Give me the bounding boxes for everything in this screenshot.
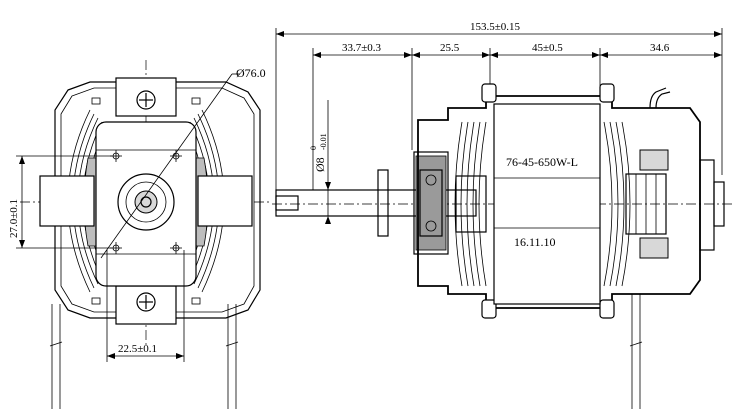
side-bottom-mount-left [481,299,497,319]
front-width-dim: 22.5±0.1 [118,343,157,355]
side-right-winding [603,121,631,287]
front-top-screw [136,90,156,110]
front-bottom-screw [136,292,156,312]
front-left-band [39,175,95,227]
side-rotor-core [455,175,487,233]
front-bottom-tab-right [191,297,201,305]
side-shaft-tol-upper: 0 [309,146,318,150]
side-overall-dim: 153.5±0.15 [470,21,521,33]
side-front-bearing [419,169,443,237]
front-hole-br [170,242,182,254]
side-shaft-tip [275,195,299,211]
front-height-dim: 27.0±0.1 [8,199,20,238]
side-brush-bottom [639,237,669,259]
side-shaft-tol-lower: -0.01 [319,133,328,150]
side-dim-stack: 45±0.5 [532,42,563,54]
side-top-mount-left [481,83,497,103]
front-hole-tl [110,150,122,162]
front-hub-ring [125,181,167,223]
side-stator-stack [493,103,601,305]
side-brush-top [639,149,669,171]
side-date-text: 16.11.10 [514,235,556,249]
front-lead-wire-right [225,304,239,409]
side-front-bearing-hatch [415,155,447,251]
side-left-winding [454,121,487,287]
side-shaft-collar [377,169,389,237]
side-model-text: 76-45-650W-L [506,155,578,169]
side-top-mount-right [599,83,615,103]
front-bottom-tab-left [91,297,101,305]
side-dim-gap: 25.5 [440,42,460,54]
side-top-lead [649,87,667,109]
front-lead-wire-left [49,304,63,409]
side-bottom-lead-wires [629,294,643,409]
front-hub-outer [117,173,175,231]
front-diameter-label: Ø76.0 [236,66,266,80]
side-rear-boss [713,181,725,227]
front-diameter-leader [100,73,233,259]
side-rear-cap [699,159,715,251]
side-front-bearing-housing [413,151,449,255]
side-dim-rear: 34.6 [650,42,670,54]
front-top-tab-right [191,97,201,105]
front-top-tab-left [91,97,101,105]
front-hub-core [134,190,158,214]
side-housing-outline [417,95,701,309]
side-dim-shaft: 33.7±0.3 [342,42,382,54]
side-shaft-dia: Ø8 [313,157,327,172]
side-bottom-mount-right [599,299,615,319]
side-view: 153.5±0.15 33.7±0.3 25.5 45±0.5 34.6 Ø8 … [272,21,735,409]
front-right-band [197,175,253,227]
front-view: Ø76.0 27.0±0.1 22.5±0.1 [8,60,272,409]
